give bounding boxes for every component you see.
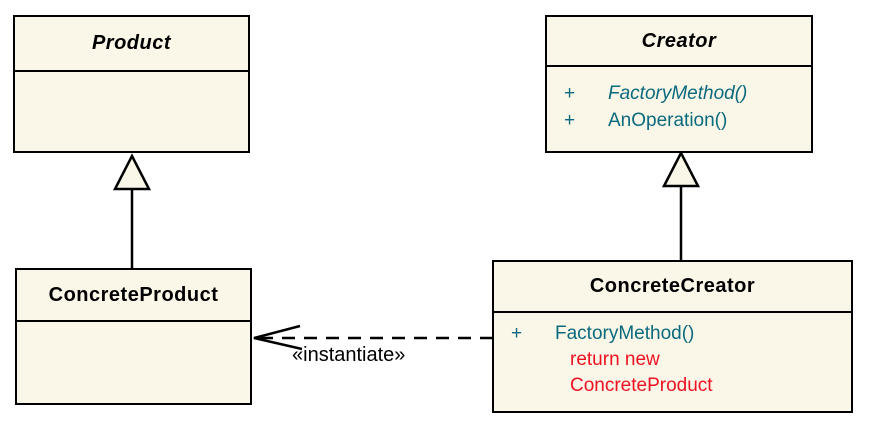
method-name: FactoryMethod() [555,323,695,344]
class-creator-title: Creator [547,17,811,67]
class-creator-body: + FactoryMethod() + AnOperation() [547,67,811,134]
class-product-title: Product [15,17,248,72]
generalization-arrowhead-creator-icon [661,150,701,188]
method-body-note-line: ConcreteProduct [570,375,713,396]
method-visibility: + [511,323,523,344]
method-factorymethod: + FactoryMethod() [494,320,851,347]
method-body-note-line: return new [570,349,660,370]
method-factorymethod: + FactoryMethod() [547,80,811,107]
class-concrete-creator-title: ConcreteCreator [494,262,851,313]
class-concrete-creator-body: + FactoryMethod() return new ConcretePro… [494,313,851,399]
class-concrete-creator[interactable]: ConcreteCreator + FactoryMethod() return… [492,260,853,413]
class-creator[interactable]: Creator + FactoryMethod() + AnOperation(… [545,15,813,153]
class-concrete-product[interactable]: ConcreteProduct [15,268,252,405]
method-name: FactoryMethod() [608,83,748,104]
method-anoperation: + AnOperation() [547,107,811,134]
method-visibility: + [564,110,576,131]
instantiate-edge-label: «instantiate» [292,344,406,366]
class-product[interactable]: Product [13,15,250,153]
method-visibility: + [564,83,576,104]
generalization-arrowhead-product-icon [112,153,152,191]
instantiate-open-arrowhead-icon [253,324,303,351]
class-concrete-product-title: ConcreteProduct [17,270,250,322]
method-name: AnOperation() [608,110,728,131]
